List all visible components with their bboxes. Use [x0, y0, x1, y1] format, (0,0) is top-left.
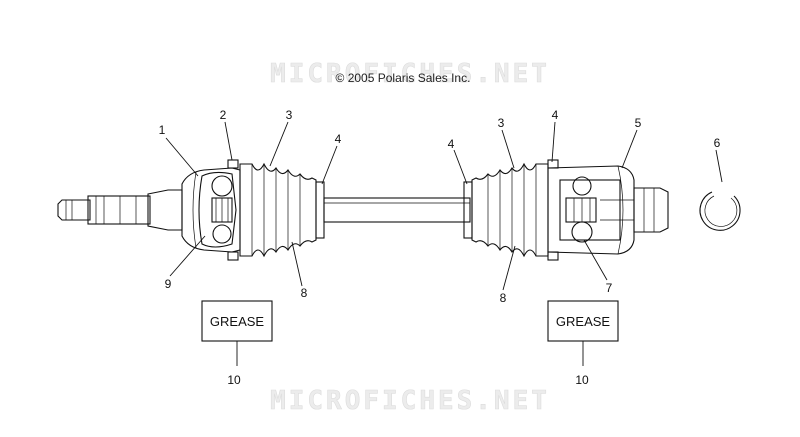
watermark-bottom: MICROFICHES.NET — [270, 386, 550, 416]
left-stub-shaft — [57, 189, 183, 231]
callout-4-left: 4 — [335, 132, 342, 146]
callout-1: 1 — [159, 123, 166, 137]
callout-7: 7 — [606, 281, 613, 295]
callout-3-left: 3 — [286, 108, 293, 122]
main-shaft — [323, 197, 471, 223]
copyright-text: © 2005 Polaris Sales Inc. — [336, 71, 471, 85]
watermark-top: MICROFICHES.NET — [270, 59, 550, 89]
right-boot — [463, 162, 549, 258]
callout-3-right: 3 — [498, 116, 505, 130]
callout-4-right: 4 — [552, 108, 559, 122]
callout-10-left: 10 — [227, 373, 241, 387]
grease-label-right: GREASE — [556, 314, 611, 329]
callout-2: 2 — [220, 108, 227, 122]
right-stub-shaft — [633, 187, 669, 233]
snap-ring — [699, 191, 741, 231]
grease-label-left: GREASE — [210, 314, 265, 329]
left-boot — [239, 162, 325, 258]
callout-6: 6 — [714, 136, 721, 150]
callout-8-right: 8 — [500, 291, 507, 305]
right-cv-joint-housing — [547, 159, 635, 261]
callout-8-left: 8 — [301, 286, 308, 300]
left-cv-joint-housing — [181, 159, 241, 261]
callout-4-center: 4 — [448, 137, 455, 151]
callout-9: 9 — [165, 277, 172, 291]
grease-box-right: GREASE — [547, 300, 619, 366]
leader-lines — [165, 121, 723, 291]
callout-5: 5 — [635, 116, 642, 130]
grease-box-left: GREASE — [201, 300, 273, 366]
callout-10-right: 10 — [575, 373, 589, 387]
